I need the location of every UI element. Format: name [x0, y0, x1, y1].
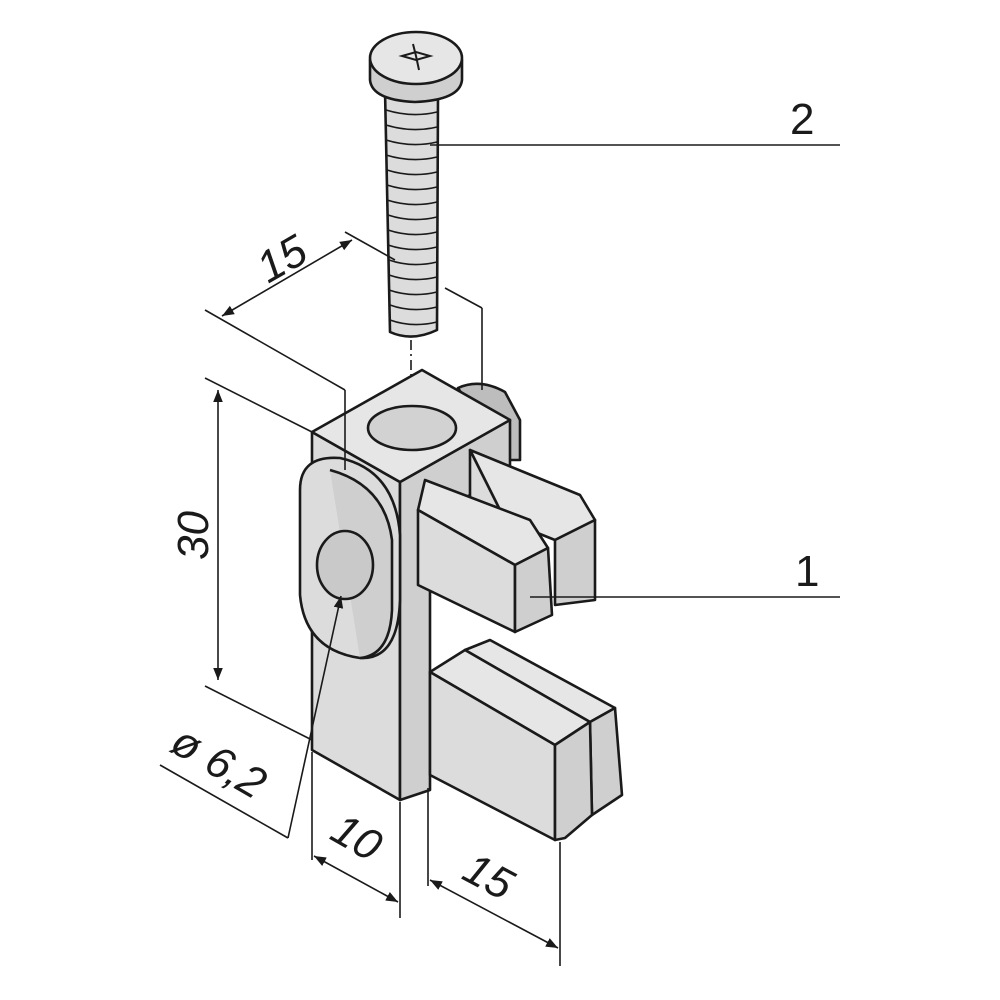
screw [368, 30, 464, 338]
clamp-body [298, 368, 624, 842]
callout-1: 1 [530, 547, 840, 598]
dimension-bottom-width-label: 10 [323, 804, 390, 871]
callout-2: 2 [430, 95, 840, 146]
dimension-height-label: 30 [169, 511, 218, 560]
callout-label-2: 2 [790, 95, 814, 144]
screw-thread [385, 109, 438, 326]
lower-rail [428, 638, 624, 842]
phillips-cross [398, 43, 434, 71]
dimension-hole-diameter-label: ø 6,2 [163, 716, 274, 809]
dimension-height: 30 [169, 377, 313, 741]
upper-rail [416, 448, 597, 634]
dimension-bottom-depth-label: 15 [455, 844, 522, 910]
dimension-top-depth-label: 15 [249, 225, 316, 292]
callout-label-1: 1 [795, 547, 819, 596]
